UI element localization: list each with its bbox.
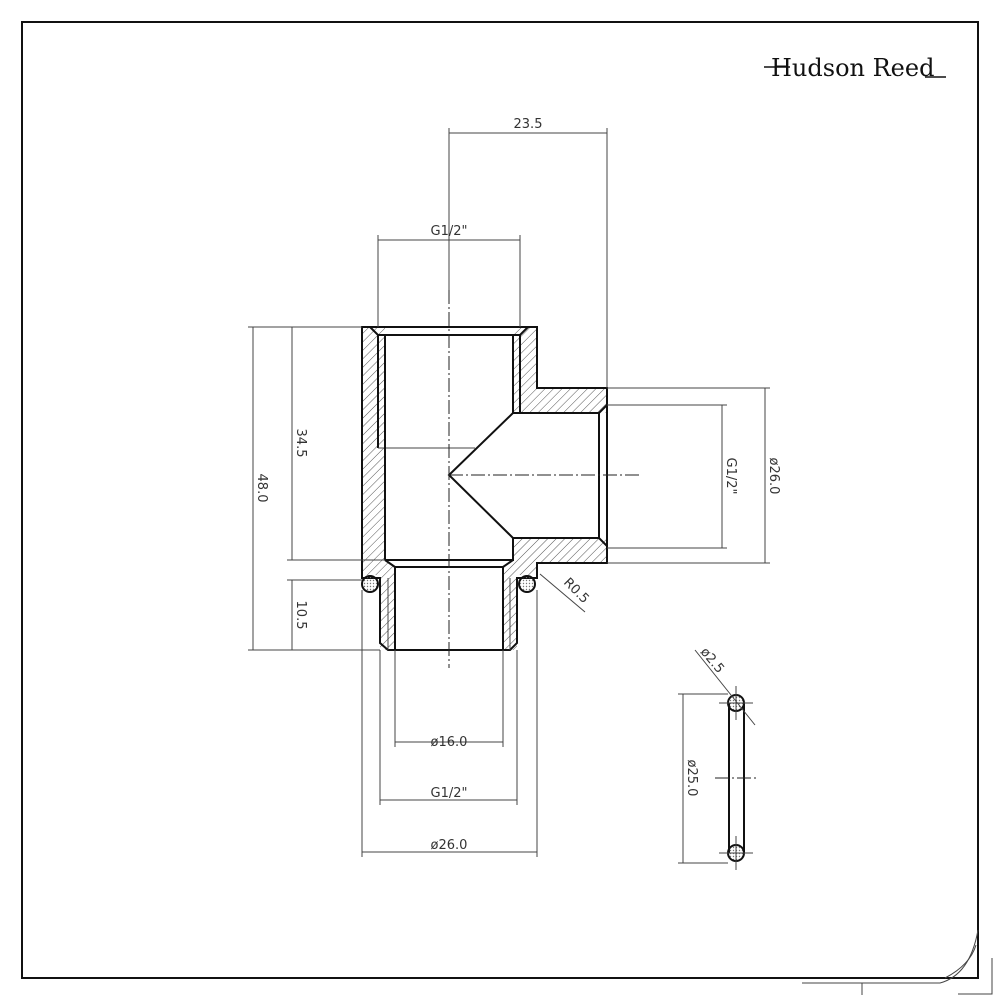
dim-top-thread: G1/2" (431, 224, 468, 239)
dim-bore-diameter: ø16.0 (431, 735, 468, 750)
dimension-lines (248, 128, 770, 857)
dim-total-height: 48.0 (254, 474, 269, 503)
o-ring-right (518, 575, 536, 593)
dim-side-diameter: ø26.0 (766, 458, 781, 495)
dim-oring-diameter: ø25.0 (684, 760, 699, 797)
dim-bottom-diameter: ø26.0 (431, 838, 468, 853)
dim-bottom-thread: G1/2" (431, 786, 468, 801)
o-ring-left (361, 575, 379, 593)
brand-logo: Hudson Reed (764, 54, 946, 82)
dim-oring-section: ø2.5 (697, 645, 727, 677)
o-ring-detail (678, 649, 757, 870)
dim-branch-offset: 23.5 (514, 117, 543, 132)
dim-body-height: 34.5 (293, 429, 308, 458)
tee-fitting-section (361, 326, 608, 651)
svg-text:Hudson Reed: Hudson Reed (771, 54, 934, 82)
page-corner-curl (802, 929, 993, 995)
dim-fillet-radius: R0.5 (560, 575, 592, 607)
dim-side-thread: G1/2" (723, 458, 738, 495)
dim-spigot-length: 10.5 (293, 601, 308, 630)
drawing-frame (21, 21, 979, 979)
